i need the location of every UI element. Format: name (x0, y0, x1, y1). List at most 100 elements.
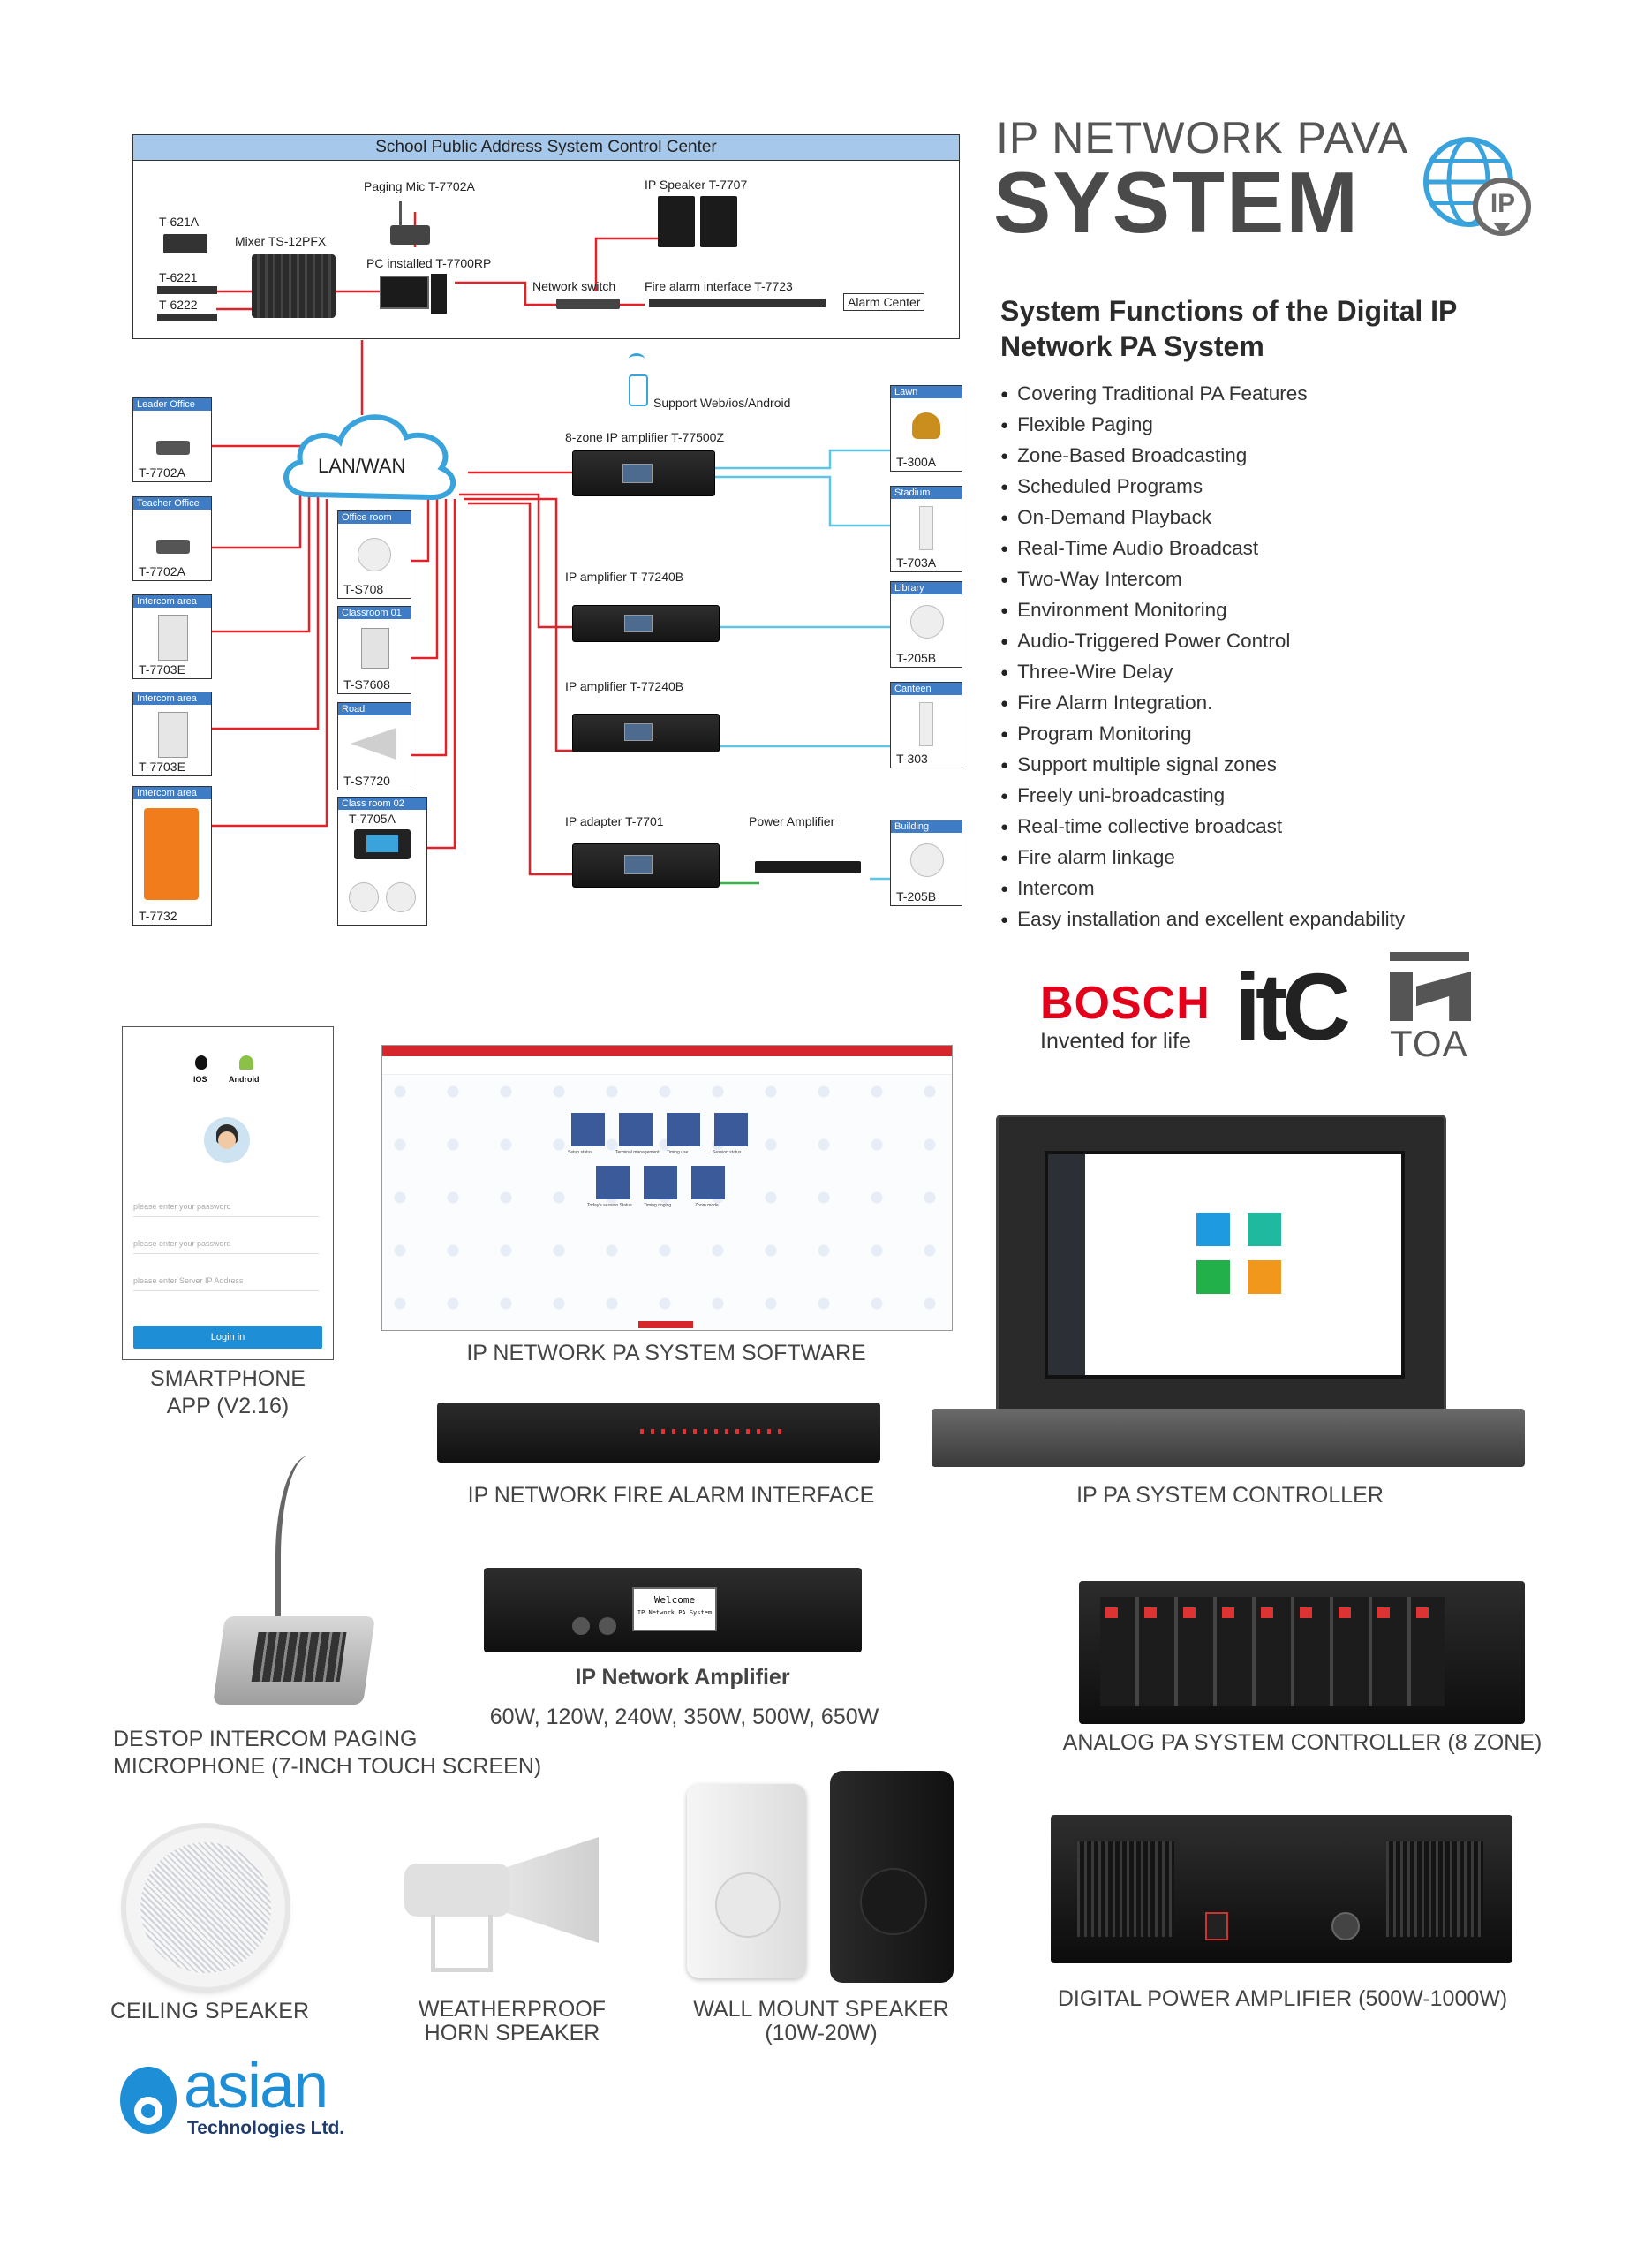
right-zone: Building T-205B (890, 820, 962, 906)
intercom-panel-icon (144, 808, 199, 900)
asian-logo-icon (120, 2067, 177, 2134)
zone-model: T-703A (896, 556, 937, 570)
left-zone: Intercom area T-7703E (132, 594, 212, 679)
function-item: Intercom (1000, 873, 1565, 904)
login-button[interactable]: Login in (133, 1326, 322, 1349)
ceiling-speaker-caption: CEILING SPEAKER (109, 1999, 310, 2023)
zone-name: Road (338, 703, 411, 715)
password-field[interactable]: please enter your password (133, 1202, 319, 1217)
header-title-line1: IP NETWORK PAVA (996, 113, 1408, 163)
controller-tile[interactable] (1248, 1213, 1281, 1246)
t621a-device (163, 234, 207, 253)
avatar (204, 1117, 250, 1163)
software-tile[interactable] (714, 1113, 748, 1146)
bosch-wordmark: BOSCH (1040, 978, 1211, 1029)
fire-alarm-led-strip (640, 1429, 781, 1434)
software-topbar (382, 1046, 952, 1056)
terminal-icon (354, 829, 411, 859)
horn-speaker-caption-line1: WEATHERPROOF (418, 1997, 607, 2022)
function-item: Fire alarm linkage (1000, 842, 1565, 873)
horn-speaker-caption-line2: HORN SPEAKER (424, 2021, 600, 2045)
software-tile[interactable] (571, 1113, 605, 1146)
software-tile[interactable] (596, 1166, 630, 1199)
software-tile[interactable] (644, 1166, 677, 1199)
mid-zone: Road T-S7720 (337, 702, 411, 790)
volume-knob-icon (572, 1617, 590, 1635)
android-icon (239, 1055, 253, 1070)
network-switch-label: Network switch (532, 279, 616, 293)
zone-name: Intercom area (133, 787, 211, 799)
wifi-icon (629, 353, 645, 365)
apple-icon (195, 1055, 207, 1070)
wall-speaker-caption-line1: WALL MOUNT SPEAKER (693, 1997, 949, 2022)
left-zone: Leader Office T-7702A (132, 397, 212, 482)
mid-zone: Class room 02 T-7705A (337, 797, 427, 926)
amp-8zone-label: 8-zone IP amplifier T-77500Z (565, 430, 725, 444)
software-nav (382, 1056, 952, 1075)
pc-tower (431, 274, 447, 314)
intercom-icon (158, 712, 188, 758)
power-amp-label: Power Amplifier (749, 814, 835, 828)
software-footer-button[interactable] (638, 1321, 693, 1328)
control-center-header: School Public Address System Control Cen… (133, 135, 959, 161)
functions-list: Covering Traditional PA Features Flexibl… (1000, 378, 1565, 934)
toa-mark-icon-3 (1390, 972, 1413, 1021)
power-switch-icon (1205, 1912, 1228, 1940)
t6222-label: T-6222 (159, 298, 198, 312)
zone-name: Stadium (891, 487, 962, 499)
amp-display-line2: IP Network PA System (637, 1609, 713, 1616)
zone-model: T-S708 (343, 582, 384, 596)
analog-controller-device (1079, 1581, 1525, 1724)
zone-model: T-7702A (139, 465, 185, 480)
left-zone: Intercom area T-7732 (132, 786, 212, 926)
pc-monitor (380, 276, 429, 309)
ip-speaker-device (658, 196, 695, 247)
software-tile[interactable] (667, 1113, 700, 1146)
wall-speaker-black (830, 1771, 954, 1983)
controller-tile[interactable] (1196, 1260, 1230, 1294)
t6221-device (157, 286, 217, 294)
intercom-caption-line1: DESTOP INTERCOM PAGING (113, 1727, 418, 1751)
left-zone: Intercom area T-7703E (132, 692, 212, 776)
controller-caption: IP PA SYSTEM CONTROLLER (1076, 1483, 1384, 1508)
smartphone-app-caption-line1: SMARTPHONE (150, 1366, 306, 1391)
smartphone-app-caption: SMARTPHONE APP (V2.16) (122, 1365, 334, 1420)
zone-name: Intercom area (133, 595, 211, 608)
wall-speaker-caption-line2: (10W-20W) (765, 2021, 878, 2045)
cloud-label: LAN/WAN (318, 455, 406, 477)
toa-mark-icon-2 (1416, 972, 1471, 1021)
wall-speaker-icon (361, 628, 389, 669)
software-caption: IP NETWORK PA SYSTEM SOFTWARE (466, 1341, 866, 1365)
password-field-2[interactable]: please enter your password (133, 1239, 319, 1254)
server-ip-field[interactable]: please enter Server IP Address (133, 1276, 319, 1291)
software-tile[interactable] (619, 1113, 653, 1146)
ceiling-speaker-icon (358, 538, 391, 571)
ios-label: IOS (193, 1075, 207, 1084)
mid-zone: Classroom 01 T-S7608 (337, 606, 411, 694)
controller-keyboard-tray (932, 1409, 1525, 1467)
left-zone: Teacher Office T-7702A (132, 496, 212, 581)
t621a-label: T-621A (159, 215, 200, 229)
controller-tile[interactable] (1248, 1260, 1281, 1294)
support-label: Support Web/ios/Android (653, 396, 791, 410)
software-tile-label: Zoom mode (695, 1203, 719, 1208)
wall-speaker-white (687, 1784, 806, 1978)
volume-knob-icon-2 (599, 1617, 616, 1635)
amp-8zone-device (572, 450, 715, 496)
zone-name: Teacher Office (133, 497, 211, 510)
function-item: Support multiple signal zones (1000, 749, 1565, 780)
toa-logo: TOA (1386, 952, 1475, 1067)
zone-name: Classroom 01 (338, 607, 411, 619)
ip-amplifier-title: IP Network Amplifier (575, 1665, 790, 1690)
software-tile[interactable] (691, 1166, 725, 1199)
function-item: Scheduled Programs (1000, 471, 1565, 502)
smartphone-app-caption-line2: APP (V2.16) (166, 1394, 290, 1418)
power-amp-device (755, 861, 861, 873)
zone-name: Intercom area (133, 692, 211, 705)
horn-speaker-caption: WEATHERPROOF HORN SPEAKER (371, 1998, 653, 2045)
ip-adapter-label: IP adapter T-7701 (565, 814, 664, 828)
controller-tile[interactable] (1196, 1213, 1230, 1246)
ip-badge: IP (1490, 189, 1516, 218)
zone-name: Leader Office (133, 398, 211, 411)
horn-mouth (502, 1837, 599, 1943)
